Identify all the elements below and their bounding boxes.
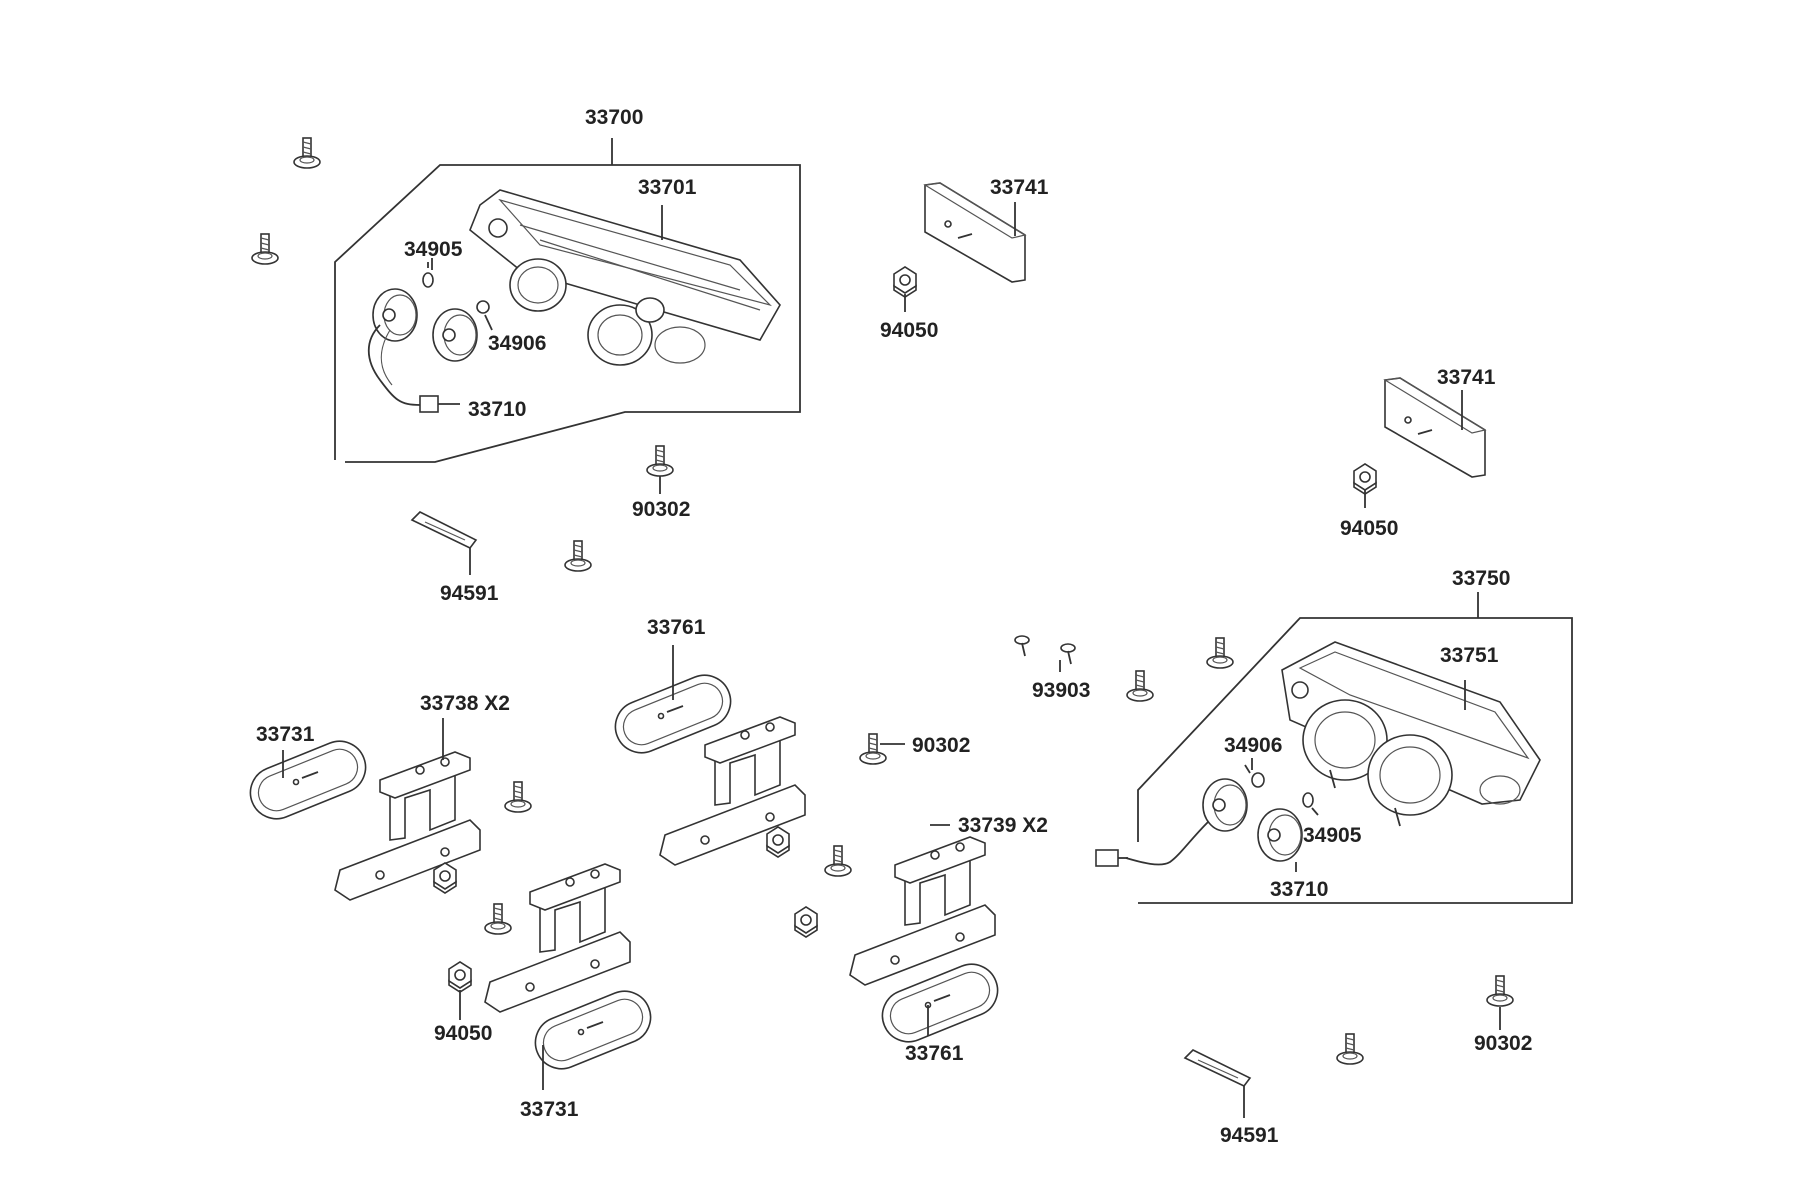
part-labels: 33700 33701 34905 34906 33710 90302 9459… bbox=[256, 106, 1532, 1147]
label-33738: 33738 X2 bbox=[420, 692, 510, 715]
label-93903: 93903 bbox=[1032, 679, 1090, 702]
screw-93903-b bbox=[1060, 643, 1076, 665]
nut-loose-2 bbox=[766, 826, 790, 858]
nut-94050-right bbox=[1353, 463, 1377, 495]
bulb-34905-left bbox=[422, 262, 434, 288]
lens-33701 bbox=[469, 189, 781, 366]
label-34905-left: 34905 bbox=[404, 238, 463, 261]
assembly-33750 bbox=[1095, 592, 1573, 904]
label-90302-left: 90302 bbox=[632, 498, 690, 521]
screw-90302-right bbox=[1486, 975, 1514, 1007]
socket-33710-right bbox=[1095, 778, 1303, 872]
bolt-loose-7 bbox=[504, 781, 532, 813]
bolt-loose-5 bbox=[1206, 637, 1234, 669]
reflector-33741-top bbox=[923, 182, 1027, 283]
label-90302-right: 90302 bbox=[1474, 1032, 1532, 1055]
bracket-33738-b bbox=[484, 863, 631, 1013]
bracket-33739-b bbox=[849, 836, 996, 986]
bolt-loose-9 bbox=[824, 845, 852, 877]
reflector-33731-left bbox=[241, 732, 375, 828]
bolt-loose-6 bbox=[1336, 1033, 1364, 1065]
bolt-loose-8 bbox=[484, 903, 512, 935]
label-94050-bottom: 94050 bbox=[434, 1022, 492, 1045]
bulb-34906-left bbox=[476, 300, 493, 331]
bolt-loose-4 bbox=[1126, 670, 1154, 702]
bulb-34905-right bbox=[1302, 792, 1319, 816]
bolt-loose-2 bbox=[251, 233, 279, 265]
label-34906-left: 34906 bbox=[488, 332, 546, 355]
clamp-94591-left bbox=[410, 511, 478, 575]
socket-33710-left bbox=[367, 288, 478, 413]
label-94050-top: 94050 bbox=[880, 319, 938, 342]
label-94591-right: 94591 bbox=[1220, 1124, 1279, 1147]
label-90302-mid: 90302 bbox=[912, 734, 970, 757]
nut-loose-1 bbox=[433, 862, 457, 894]
screw-90302-left bbox=[646, 445, 674, 477]
label-33741-right: 33741 bbox=[1437, 366, 1496, 389]
lens-33751 bbox=[1281, 641, 1541, 827]
bulb-34906-right bbox=[1244, 758, 1265, 788]
nut-loose-3 bbox=[794, 906, 818, 938]
label-33731-bottom: 33731 bbox=[520, 1098, 579, 1121]
screw-90302-mid bbox=[859, 733, 887, 765]
nut-94050-bottom bbox=[448, 961, 472, 993]
label-33731-left: 33731 bbox=[256, 723, 315, 746]
assembly-33700 bbox=[334, 138, 801, 463]
reflector-33731-bottom bbox=[526, 982, 660, 1078]
label-33761-mid: 33761 bbox=[647, 616, 706, 639]
label-34905-right: 34905 bbox=[1303, 824, 1362, 847]
nut-94050-top bbox=[893, 266, 917, 298]
bolt-loose-1 bbox=[293, 137, 321, 169]
clamp-94591-right bbox=[1183, 1049, 1252, 1118]
label-33761-bottom: 33761 bbox=[905, 1042, 964, 1065]
screw-93903-a bbox=[1014, 635, 1030, 657]
label-33710-right: 33710 bbox=[1270, 878, 1328, 901]
label-33700: 33700 bbox=[585, 106, 643, 129]
label-33750: 33750 bbox=[1452, 567, 1510, 590]
bolt-loose-3 bbox=[564, 540, 592, 572]
label-94591-left: 94591 bbox=[440, 582, 499, 605]
label-33751: 33751 bbox=[1440, 644, 1499, 667]
label-33710-left: 33710 bbox=[468, 398, 526, 421]
reflector-33741-right bbox=[1383, 377, 1487, 478]
label-33739: 33739 X2 bbox=[958, 814, 1048, 837]
label-33741-top: 33741 bbox=[990, 176, 1049, 199]
label-94050-right: 94050 bbox=[1340, 517, 1398, 540]
label-33701: 33701 bbox=[638, 176, 697, 199]
label-34906-right: 34906 bbox=[1224, 734, 1282, 757]
